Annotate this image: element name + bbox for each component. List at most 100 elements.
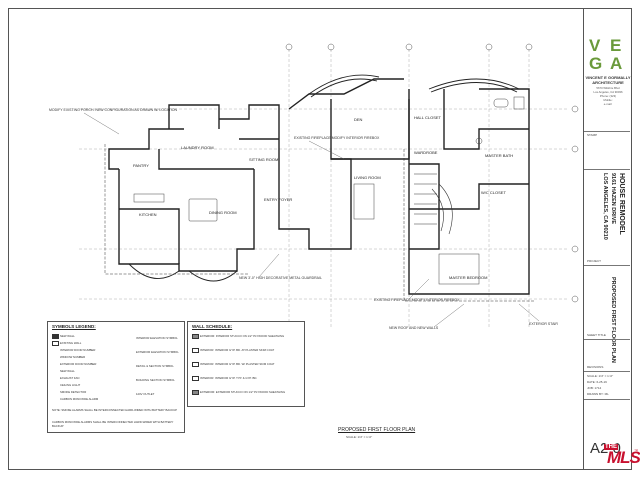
firm-address-0: 5670 Wilshire Blvd <box>596 86 620 90</box>
new-wall-symbol <box>52 334 59 339</box>
logo-letter-a: A <box>610 54 623 73</box>
room-label-wic: W/C CLOSET <box>481 190 506 195</box>
room-label-laundry: LAUNDRY ROOM <box>181 145 214 150</box>
legend-left-1: EXISTING WALL <box>60 341 82 345</box>
divider <box>584 265 630 266</box>
legend-left-2: INTERIOR DOOR NUMBER <box>60 348 96 352</box>
sheet-title-label: SHEET TITLE <box>587 333 606 337</box>
legend-right-4: 120V OUTLET <box>136 392 155 396</box>
firm-address-3: Mobile: <box>603 98 613 102</box>
job-label: JOB: <box>587 386 594 390</box>
wall-type-3-swatch <box>192 376 199 381</box>
divider <box>584 399 630 400</box>
date-label: DATE: <box>587 380 596 384</box>
project-address-2: LOS ANGELES, CA 90210 <box>602 173 608 240</box>
plan-notes: MODIFY EXISTING PORCH. NEW CONFIGURATION… <box>49 108 558 330</box>
logo-letter-e: E <box>610 36 622 55</box>
wall-type-0-swatch <box>192 334 199 339</box>
firm-logo: V E G A <box>587 37 631 75</box>
wall-type-2-swatch <box>192 362 199 367</box>
note-porch: MODIFY EXISTING PORCH. NEW CONFIGURATION… <box>49 108 177 112</box>
legend-right-0: INTERIOR ELEVATION SYMBOL <box>136 336 178 340</box>
wall-schedule-title: WALL SCHEDULE: <box>192 324 233 329</box>
note-guardrail: NEW 3'-0" HIGH DECORATIVE METAL GUARDRAI… <box>239 276 322 280</box>
roof-outline <box>104 144 535 302</box>
scale-label: SCALE: <box>587 374 598 378</box>
firm-address-2: Phone: (323) <box>599 94 617 98</box>
legend-left-7: CEILING LIGHT <box>60 383 81 387</box>
firm-name-2: ARCHITECTURE <box>592 80 624 85</box>
note-fireplace-1: EXISTING FIREPLACE MODIFY INTERIOR FIREB… <box>294 136 380 140</box>
legend-left-4: EXTERIOR DOOR NUMBER <box>60 362 97 366</box>
project-name: HOUSE REMODEL <box>618 173 625 235</box>
room-label-master-bedroom: MASTER BEDROOM <box>449 275 487 280</box>
wall-type-0: EXTERIOR: INTERIOR STUCCO ON 1/2" PLYWOO… <box>200 334 285 338</box>
logo-letter-g: G <box>589 54 603 73</box>
room-label-kitchen: KITCHEN <box>139 212 157 217</box>
wall-type-4-swatch <box>192 390 199 395</box>
revisions-label: REVISIONS <box>587 365 604 369</box>
legend-left-6: EXHAUST FAN <box>60 376 80 380</box>
plan-scale: SCALE: 1/4" = 1'-0" <box>346 435 373 439</box>
job-value: 1714 <box>594 386 602 390</box>
symbols-legend: SYMBOLS LEGEND: NEW WALL EXISTING WALL I… <box>47 321 185 433</box>
legend-right-2: DETAIL & SECTION SYMBOL <box>136 364 174 368</box>
firm-address-4: e-mail: <box>603 102 613 106</box>
scale-value: 1/4" = 1'-0" <box>598 374 614 378</box>
leader-lines <box>83 112 540 328</box>
title-block: V E G A VINCENT E GORMALLY ARCHITECTURE … <box>584 8 632 470</box>
sheet-title: PROPOSED FIRST FLOOR PLAN <box>610 277 616 363</box>
wall-type-1: INTERIOR: INTERIOR GYP. BD. AT PLASTER S… <box>200 348 275 352</box>
room-label-entry: ENTRY FOYER <box>264 197 292 202</box>
grid-lines <box>79 49 569 329</box>
note-fireplace-2: EXISTING FIREPLACE MODIFY INTERIOR FIREB… <box>374 298 460 302</box>
note-exterior-stair: EXTERIOR STAIR <box>529 322 558 326</box>
legend-note-co: CARBON MONOXIDE ALARMS SHALL BE INTERCON… <box>52 420 174 428</box>
room-labels: KITCHEN DINING ROOM LAUNDRY ROOM PANTRY … <box>133 115 513 280</box>
legend-left-9: CARBON MONOXIDE ALARM <box>60 397 99 401</box>
logo-letter-v: V <box>589 36 601 55</box>
wall-schedule: WALL SCHEDULE: EXTERIOR: INTERIOR STUCCO… <box>187 321 305 407</box>
legend-left-8: SMOKE DETECTOR <box>60 390 87 394</box>
legend-left-5: NEW WALL <box>60 369 75 373</box>
wall-type-2: INTERIOR: INTERIOR GYP. BD. W/ PLASTER S… <box>200 362 275 366</box>
existing-wall-symbol <box>52 341 59 346</box>
room-label-pantry: PANTRY <box>133 163 149 168</box>
divider <box>584 131 630 132</box>
drawn-label: DRAWN BY: <box>587 392 604 396</box>
drawing-sheet: KITCHEN DINING ROOM LAUNDRY ROOM PANTRY … <box>8 8 584 470</box>
firm-address-1: Los Angeles, CA 90036 <box>593 90 623 94</box>
project-address-1: 9161 HAZEN DRIVE <box>610 173 616 225</box>
fixtures <box>133 96 525 285</box>
plan-title: PROPOSED FIRST FLOOR PLAN <box>338 427 416 433</box>
wall-type-1-swatch <box>192 348 199 353</box>
room-label-den: DEN <box>354 117 363 122</box>
room-label-living: LIVING ROOM <box>354 175 381 180</box>
divider <box>584 169 630 170</box>
symbols-legend-title: SYMBOLS LEGEND: <box>52 324 96 329</box>
room-label-sitting: SITTING ROOM <box>249 157 278 162</box>
legend-note-smoke: NOTE: SMOKE ALARMS SHALL BE INTERCONNECT… <box>52 408 177 412</box>
floor-plan-drawing: KITCHEN DINING ROOM LAUNDRY ROOM PANTRY … <box>49 43 579 330</box>
wall-type-3: INTERIOR: INTERIOR GYP. TYP. & GYP. BD. <box>200 376 258 380</box>
room-label-master-bath: MASTER BATH <box>485 153 513 158</box>
room-label-wardrobe: WARDROBE <box>414 150 438 155</box>
divider <box>584 371 630 372</box>
legend-left-0: NEW WALL <box>60 334 75 338</box>
legend-right-1: EXTERIOR ELEVATION SYMBOL <box>136 350 179 354</box>
drawn-value: ML <box>604 392 609 396</box>
wall-type-4: EXTERIOR: EXTERIOR STUCCO ON 1/2" PLYWOO… <box>200 390 286 394</box>
note-new-roof: NEW ROOF AND NEW WALLS <box>389 326 439 330</box>
bay-windows <box>128 74 520 282</box>
stamp-label: STAMP <box>587 133 598 137</box>
stair <box>414 173 453 235</box>
divider <box>584 339 630 340</box>
project-label: PROJECT <box>587 259 602 263</box>
date-value: 6-25-19 <box>596 380 607 384</box>
room-label-dining: DINING ROOM <box>209 210 237 215</box>
room-label-hall-closet: HALL CLOSET <box>414 115 442 120</box>
legend-left-3: WINDOW NUMBER <box>60 355 86 359</box>
firm-name-1: VINCENT E GORMALLY <box>585 75 631 80</box>
legend-right-3: BUILDING SECTION SYMBOL <box>136 378 175 382</box>
